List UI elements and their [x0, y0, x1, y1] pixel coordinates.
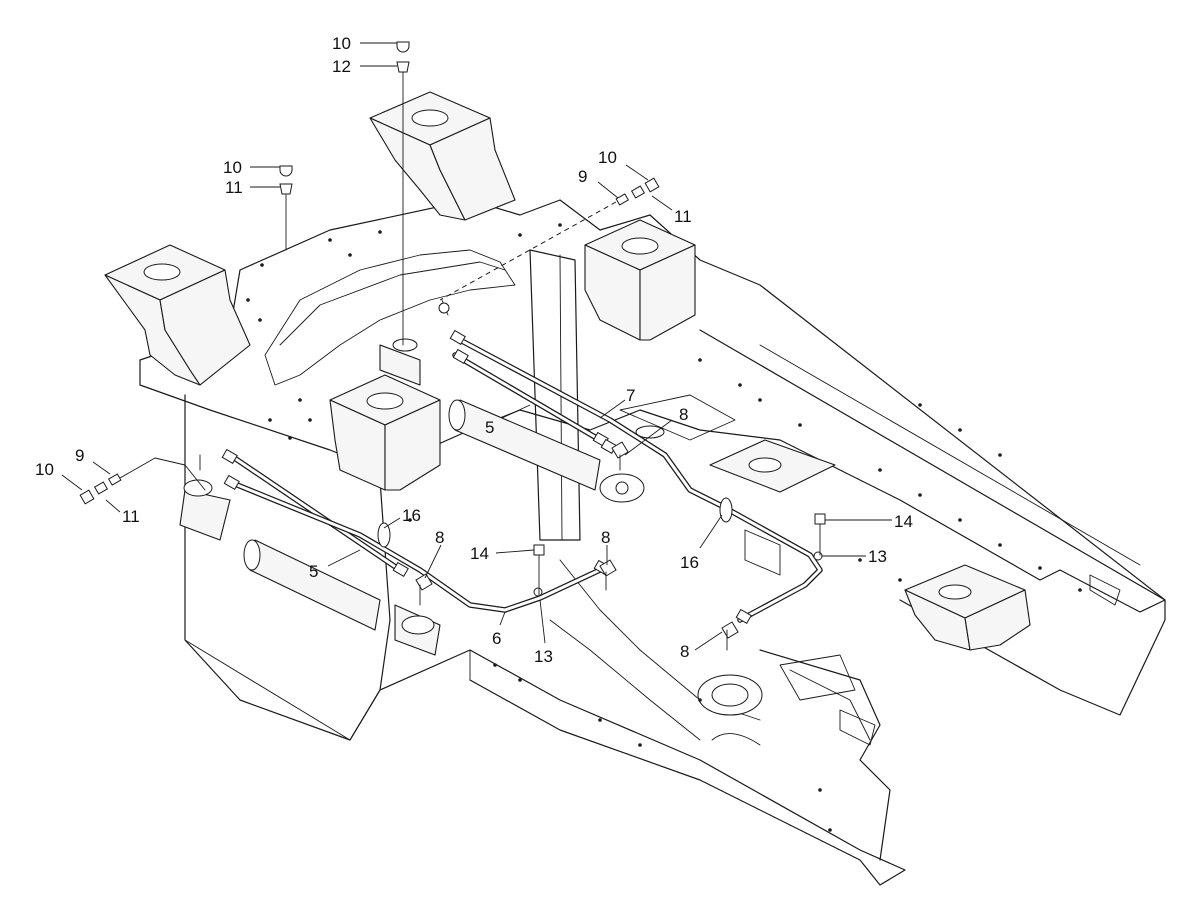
- callout-10: 10: [35, 460, 54, 479]
- callout-13: 13: [868, 547, 887, 566]
- cap-10-front: [79, 489, 95, 505]
- callout-14: 14: [470, 544, 489, 563]
- cylinder-rear: [379, 338, 645, 503]
- callout-14: 14: [894, 512, 913, 531]
- fittings: [221, 299, 823, 639]
- nipple-12: [396, 61, 410, 73]
- callout-8: 8: [601, 528, 610, 547]
- nipple-11-left: [279, 183, 293, 195]
- mounting-pad-right-box: [584, 219, 696, 341]
- callout-5: 5: [309, 562, 318, 581]
- cylinder-front: [179, 479, 441, 656]
- hose-7: [457, 337, 823, 623]
- callout-11: 11: [122, 507, 140, 526]
- mounting-pad-rear-left: [104, 244, 251, 386]
- callout-5: 5: [485, 418, 494, 437]
- callouts: 10 12 10 11 10 9 11 7 5 8 9 10 11 16 8 5…: [35, 34, 913, 666]
- mounting-pad-rear-center: [369, 91, 516, 221]
- cap-10-top: [396, 41, 410, 53]
- callout-7: 7: [626, 386, 635, 405]
- callout-6: 6: [492, 629, 501, 648]
- mounting-pad-front: [779, 654, 876, 746]
- hose-5-front: [227, 452, 403, 573]
- callout-11: 11: [225, 178, 243, 197]
- callout-8: 8: [679, 405, 688, 424]
- leader-lines: [61, 42, 892, 651]
- callout-10: 10: [598, 148, 617, 167]
- nipple-11-right: [630, 185, 646, 199]
- adapter-9-right: [615, 193, 630, 206]
- mounting-pad-far-right: [904, 564, 1121, 651]
- mounting-pad-right-center: [619, 394, 836, 576]
- nipple-11-front: [93, 481, 109, 495]
- cap-10-left: [279, 165, 293, 177]
- callout-16: 16: [680, 553, 699, 572]
- mounting-pad-center: [329, 374, 441, 491]
- callout-16: 16: [402, 506, 421, 525]
- callout-13: 13: [534, 647, 553, 666]
- callout-8: 8: [680, 642, 689, 661]
- bolt-14-right: [814, 513, 826, 525]
- swing-bearing: [697, 674, 763, 746]
- callout-9: 9: [75, 446, 84, 465]
- adapter-9-front: [107, 473, 122, 486]
- cap-10-right: [644, 177, 660, 193]
- callout-10: 10: [223, 158, 242, 177]
- callout-12: 12: [332, 57, 351, 76]
- grease-fittings: [79, 41, 826, 556]
- hose-5-rear: [452, 352, 603, 443]
- callout-10: 10: [332, 34, 351, 53]
- frame-holes: [246, 223, 1082, 832]
- hose-6: [227, 479, 603, 613]
- callout-9: 9: [578, 167, 587, 186]
- connection-lines: [119, 71, 821, 651]
- callout-11: 11: [674, 207, 692, 226]
- callout-8: 8: [435, 528, 444, 547]
- bolt-14-left: [533, 544, 545, 556]
